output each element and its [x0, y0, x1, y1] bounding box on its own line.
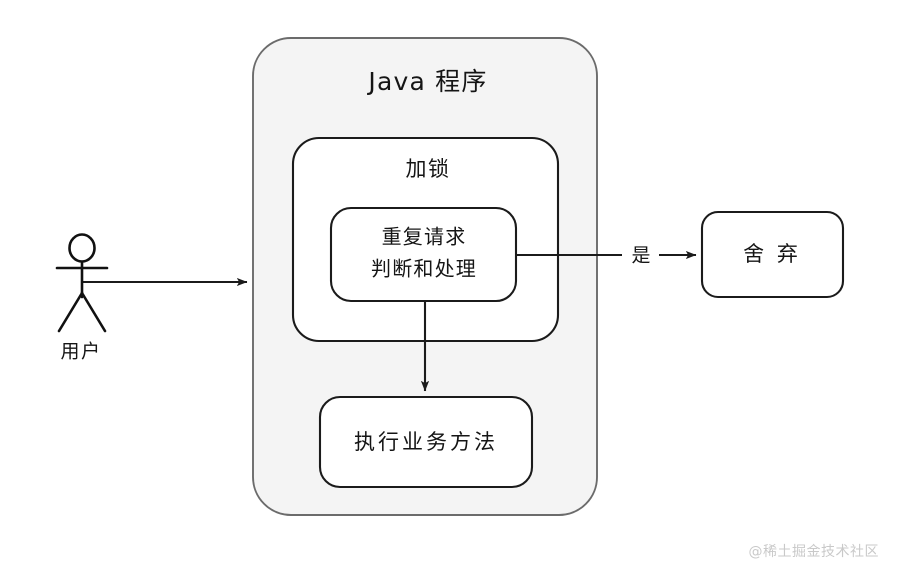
user-actor-leg-right: [80, 291, 107, 333]
edge-duplicate-to-discard: 是: [516, 245, 697, 267]
node-duplicate-request-shape: [329, 206, 518, 303]
node-duplicate-request-line1: 重复请求: [382, 225, 467, 249]
node-duplicate-request[interactable]: 重复请求 判断和处理: [329, 206, 518, 303]
node-discard-label: 舍 弃: [743, 242, 801, 266]
node-execute-business-method-shape: [318, 395, 534, 489]
user-actor[interactable]: 用户: [55, 233, 109, 363]
lock-group-title: 加锁: [406, 157, 451, 181]
node-duplicate-request-line2: 判断和处理: [371, 257, 477, 281]
node-execute-business-method-label: 执行业务方法: [354, 430, 498, 454]
edge-duplicate-to-discard-label: 是: [631, 245, 650, 267]
user-actor-head-icon: [68, 233, 96, 263]
node-discard[interactable]: 舍 弃: [700, 210, 845, 299]
java-program-title: Java 程序: [366, 67, 487, 96]
node-discard-shape: [700, 210, 845, 299]
node-execute-business-method[interactable]: 执行业务方法: [318, 395, 534, 489]
user-actor-label: 用户: [60, 341, 101, 363]
user-actor-leg-left: [57, 291, 84, 333]
watermark: @稀土掘金技术社区: [748, 544, 879, 560]
